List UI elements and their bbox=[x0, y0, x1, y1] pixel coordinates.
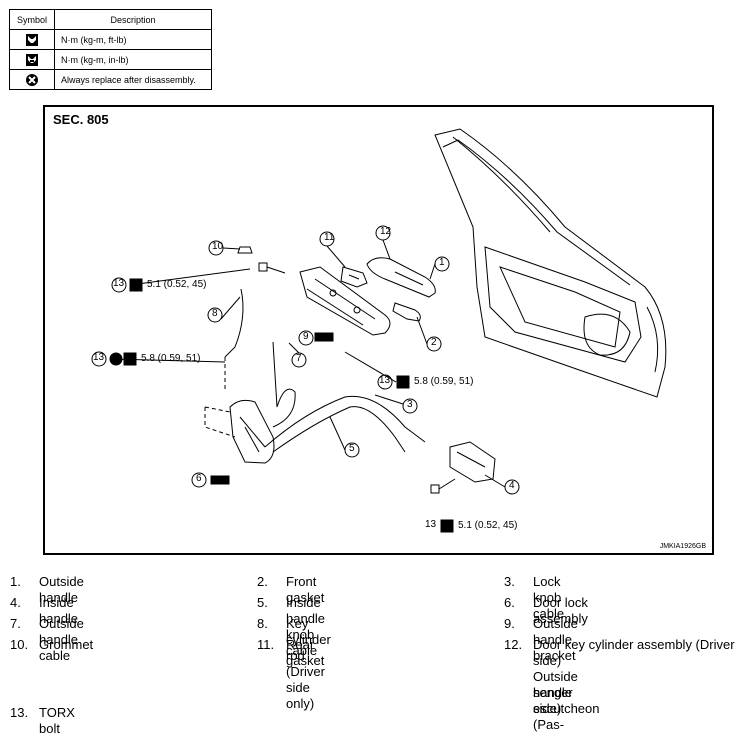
callout-12: 12 bbox=[380, 226, 392, 237]
guide-lines bbox=[204, 357, 236, 438]
callout-11: 11 bbox=[324, 232, 335, 243]
exploded-diagram: SEC. 805 bbox=[43, 105, 714, 555]
rear-gasket bbox=[340, 266, 368, 288]
callout-6: 6 bbox=[196, 473, 202, 484]
outside-handle-cable bbox=[272, 341, 296, 428]
leader-lines bbox=[110, 239, 506, 488]
callout-9: 9 bbox=[303, 331, 309, 342]
callout-3: 3 bbox=[407, 399, 413, 410]
symbol-description: N·m (kg-m, in-lb) bbox=[54, 49, 212, 70]
callout-13: 13 bbox=[113, 278, 125, 289]
callout-1: 1 bbox=[439, 257, 445, 268]
torque-icons bbox=[109, 278, 454, 533]
torque-value: 5.1 (0.52, 45) bbox=[458, 520, 518, 531]
torque-value: 5.1 (0.52, 45) bbox=[147, 279, 207, 290]
torque-wrench-small-icon bbox=[26, 53, 38, 66]
torque-value: 5.8 (0.59, 51) bbox=[414, 376, 474, 387]
replace-icon bbox=[26, 73, 38, 86]
door-shell bbox=[434, 128, 667, 398]
symbol-header: Symbol bbox=[9, 9, 55, 30]
torx-bolt bbox=[258, 262, 286, 274]
symbol-table: Symbol Description N·m (kg-m, ft-lb) N·m… bbox=[9, 9, 212, 90]
inside-handle bbox=[449, 441, 496, 483]
torque-value: 5.8 (0.59, 51) bbox=[141, 353, 201, 364]
callout-10: 10 bbox=[212, 241, 224, 252]
section-label: SEC. 805 bbox=[53, 112, 109, 127]
callout-13: 13 bbox=[379, 375, 391, 386]
torque-wrench-icon bbox=[26, 33, 38, 46]
callout-13: 13 bbox=[425, 519, 437, 530]
inside-handle-knob-cable bbox=[272, 406, 406, 453]
callout-8: 8 bbox=[212, 308, 218, 319]
torx-bolt bbox=[430, 478, 456, 494]
grommet bbox=[237, 246, 253, 254]
callout-7: 7 bbox=[296, 353, 302, 364]
callout-4: 4 bbox=[509, 480, 515, 491]
symbol-description: N·m (kg-m, ft-lb) bbox=[54, 29, 212, 50]
door-lock-assembly bbox=[229, 399, 275, 464]
callout-2: 2 bbox=[431, 337, 437, 348]
outside-handle bbox=[366, 257, 436, 298]
diagram-drawing bbox=[91, 128, 667, 533]
description-header: Description bbox=[54, 9, 212, 30]
callout-13: 13 bbox=[93, 352, 105, 363]
diagram-code: JMKIA1926GB bbox=[659, 543, 706, 550]
callout-5: 5 bbox=[349, 443, 355, 454]
symbol-description: Always replace after disassembly. bbox=[54, 69, 212, 90]
key-cylinder-rod bbox=[224, 288, 244, 358]
front-gasket bbox=[392, 302, 421, 322]
outside-handle-bracket bbox=[299, 266, 391, 336]
lock-knob-cable bbox=[264, 395, 426, 448]
